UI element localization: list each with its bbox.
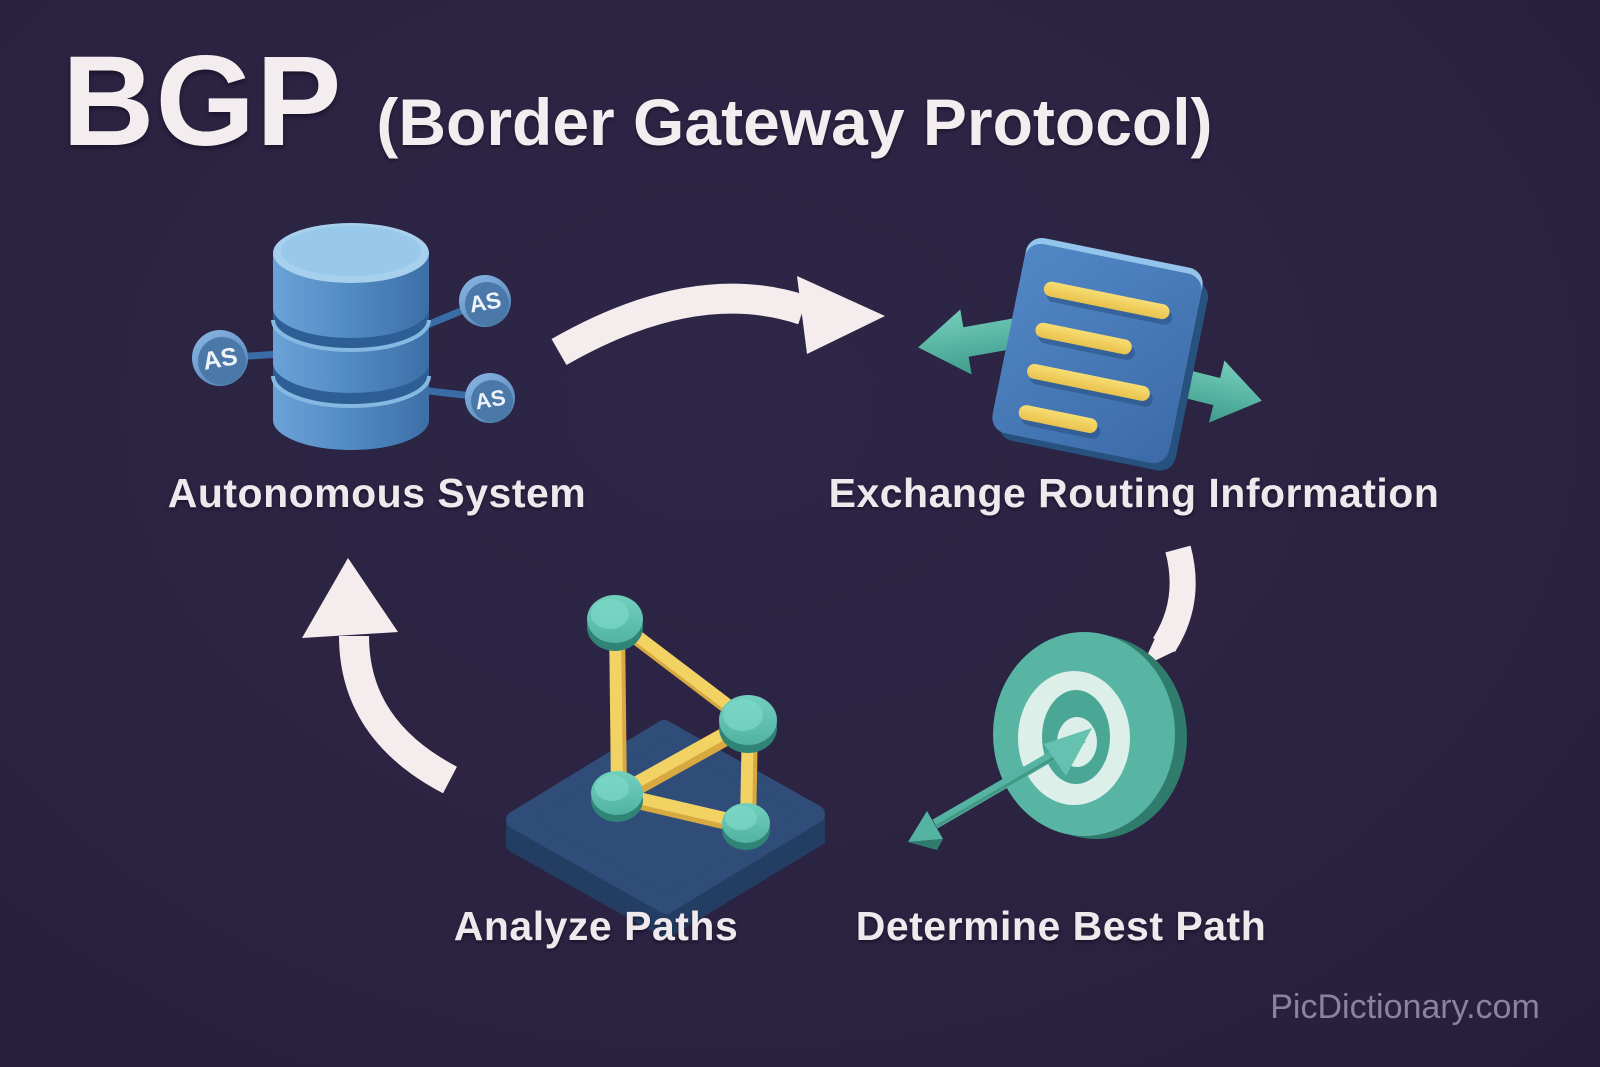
database-cylinder xyxy=(271,223,431,450)
as-node: AS xyxy=(465,373,515,423)
network-node xyxy=(722,803,770,850)
label-autonomous-system: Autonomous System xyxy=(167,470,587,516)
label-exchange-routing-information: Exchange Routing Information xyxy=(828,470,1440,516)
label-determine-best-path: Determine Best Path xyxy=(855,903,1267,949)
as-node: AS xyxy=(192,330,248,386)
network-node xyxy=(591,771,643,822)
title-acronym: BGP xyxy=(62,30,343,173)
network-graph-icon xyxy=(506,595,825,938)
page-title: BGP (Border Gateway Protocol) xyxy=(62,38,1213,166)
routing-document xyxy=(992,237,1209,471)
as-node-label: AS xyxy=(467,286,503,317)
network-node xyxy=(719,695,777,753)
as-node-label: AS xyxy=(473,385,507,415)
label-analyze-paths: Analyze Paths xyxy=(453,903,739,949)
watermark: PicDictionary.com xyxy=(1270,988,1540,1026)
database-icon: AS AS AS xyxy=(192,223,515,450)
as-node-label: AS xyxy=(201,342,240,376)
target-icon xyxy=(908,632,1187,850)
exchange-left-arrow-icon xyxy=(918,309,1035,375)
arrow-analyze-to-as-icon xyxy=(302,558,458,794)
network-node xyxy=(587,595,643,651)
as-node: AS xyxy=(459,275,511,327)
routing-list-lines xyxy=(1018,281,1170,434)
arrow-as-to-exchange-icon xyxy=(551,276,885,366)
title-subtitle: (Border Gateway Protocol) xyxy=(376,85,1213,159)
target-arrow xyxy=(908,728,1092,850)
routing-document-icon xyxy=(918,237,1262,471)
